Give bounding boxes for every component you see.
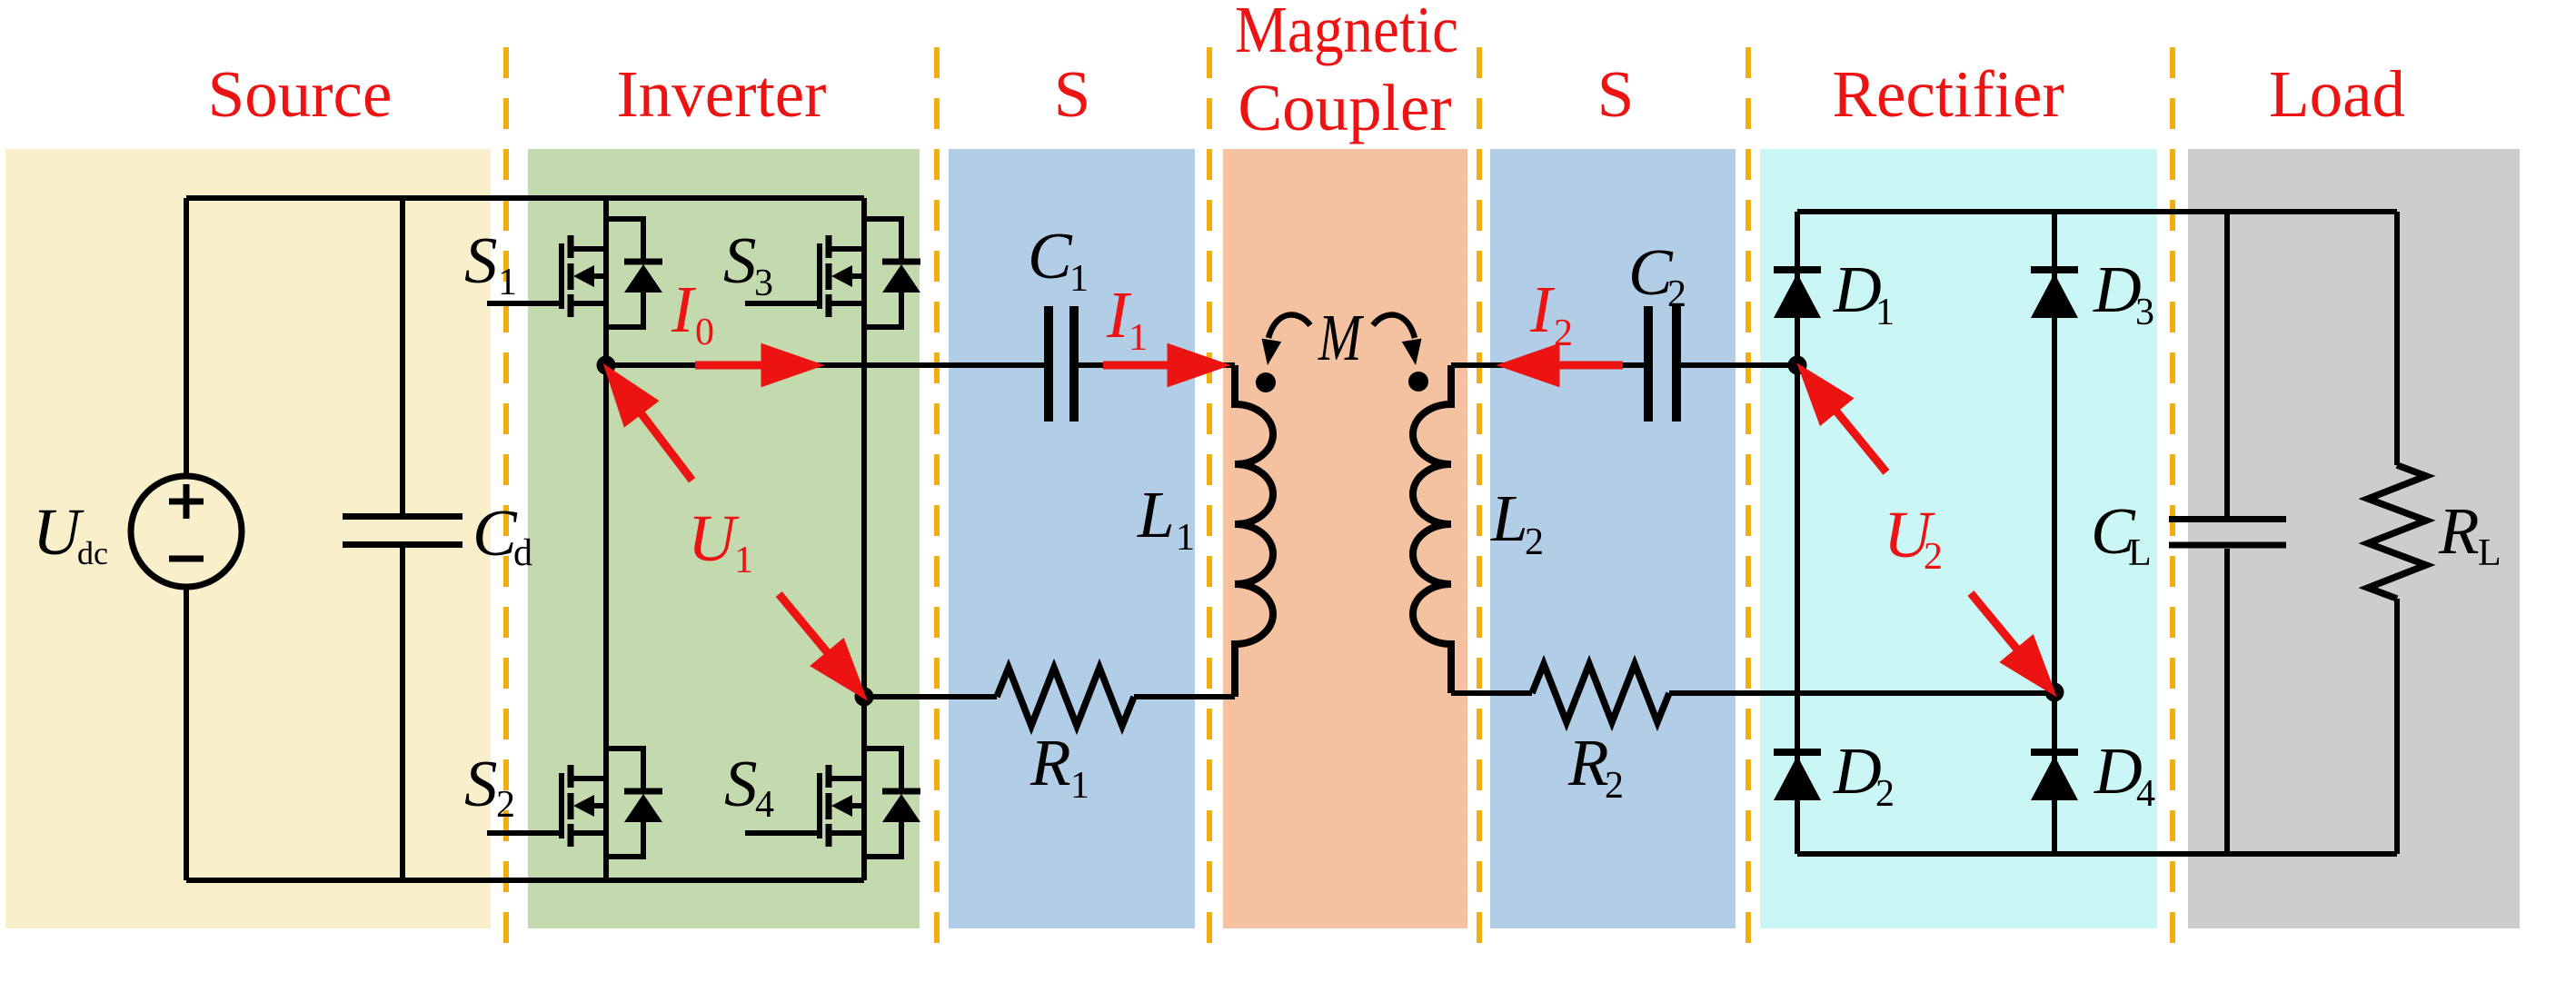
svg-text:L: L	[1490, 481, 1528, 555]
svg-text:L: L	[1137, 478, 1175, 551]
svg-text:1: 1	[1875, 292, 1895, 333]
svg-text:L: L	[2128, 532, 2152, 574]
svg-text:2: 2	[496, 784, 515, 826]
svg-text:Magnetic: Magnetic	[1235, 0, 1458, 66]
svg-text:C: C	[1028, 219, 1073, 293]
svg-text:Rectifier: Rectifier	[1832, 57, 2064, 131]
svg-text:S: S	[1597, 57, 1635, 131]
svg-text:4: 4	[755, 784, 774, 826]
svg-text:Load: Load	[2269, 57, 2405, 131]
svg-text:2: 2	[1667, 273, 1686, 315]
svg-text:S: S	[464, 747, 498, 820]
svg-text:I: I	[671, 273, 697, 346]
svg-text:1: 1	[734, 540, 753, 581]
svg-text:I: I	[1106, 278, 1132, 352]
svg-text:S: S	[464, 223, 498, 297]
svg-text:M: M	[1318, 302, 1364, 374]
svg-text:C: C	[472, 496, 518, 570]
svg-text:U: U	[33, 495, 85, 569]
svg-text:U: U	[688, 501, 740, 575]
svg-text:U: U	[1884, 498, 1935, 571]
svg-text:3: 3	[2135, 292, 2154, 333]
svg-text:D: D	[2093, 253, 2142, 326]
svg-text:2: 2	[1554, 312, 1573, 354]
svg-text:1: 1	[1129, 317, 1148, 359]
svg-text:dc: dc	[77, 535, 108, 571]
svg-text:D: D	[1833, 734, 1882, 808]
svg-text:1: 1	[1069, 258, 1089, 300]
svg-text:1: 1	[1070, 765, 1089, 807]
svg-text:R: R	[1029, 726, 1071, 799]
svg-text:3: 3	[754, 263, 773, 304]
svg-text:2: 2	[1924, 536, 1943, 578]
svg-text:2: 2	[1605, 765, 1624, 807]
svg-text:C: C	[2091, 494, 2136, 568]
svg-text:Coupler: Coupler	[1238, 71, 1451, 144]
svg-text:Inverter: Inverter	[616, 57, 826, 131]
svg-text:d: d	[513, 532, 532, 574]
svg-text:2: 2	[1875, 773, 1895, 815]
svg-text:R: R	[2438, 494, 2480, 568]
svg-text:S: S	[724, 747, 758, 820]
svg-text:1: 1	[498, 262, 517, 303]
svg-text:1: 1	[1176, 517, 1195, 559]
svg-text:S: S	[723, 223, 757, 297]
svg-text:0: 0	[695, 312, 714, 353]
svg-text:D: D	[2094, 734, 2143, 808]
svg-text:4: 4	[2136, 773, 2155, 815]
svg-text:I: I	[1529, 273, 1556, 346]
svg-text:L: L	[2478, 532, 2501, 574]
svg-text:R: R	[1567, 726, 1609, 799]
svg-text:S: S	[1054, 57, 1091, 131]
svg-text:C: C	[1628, 235, 1674, 309]
svg-text:D: D	[1833, 253, 1882, 326]
svg-text:2: 2	[1525, 521, 1544, 563]
svg-text:Source: Source	[208, 57, 393, 131]
